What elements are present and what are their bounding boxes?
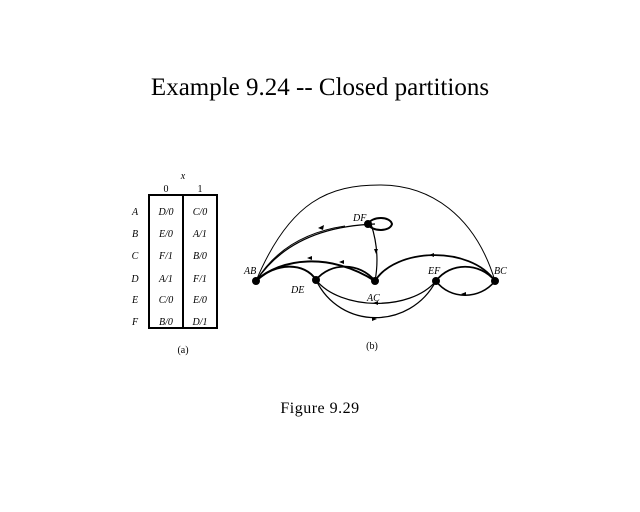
edge-df-ab [255,223,376,282]
node-df [364,220,372,228]
node-bc [491,277,499,285]
table-row: A D/0 C/0 [131,207,207,218]
node-label-de: DE [290,285,304,296]
table-row: D A/1 F/1 [130,274,207,285]
partition-graph [252,184,499,321]
edge-ef-bc [435,266,496,282]
edge-ab-df [255,225,346,282]
arrowhead [318,225,324,230]
cell: A/1 [158,274,173,285]
column-header-0: 0 [164,184,169,195]
node-de [312,276,320,284]
cell: D/0 [158,207,174,218]
graph-sublabel: (b) [366,341,378,352]
arrowhead [373,301,378,305]
cell: F/1 [158,251,173,262]
cell: B/0 [159,317,173,328]
page-title: Example 9.24 -- Closed partitions [150,74,490,101]
node-label-bc: BC [494,266,507,277]
arrowhead [372,317,377,321]
node-ab [252,277,260,285]
arrowhead [307,256,312,260]
node-label-ac: AC [366,293,380,304]
edge-df-loop [366,217,394,231]
cell: E/0 [192,295,207,306]
arrowhead [461,292,466,296]
node-ef [432,277,440,285]
node-label-ab: AB [243,266,256,277]
table-row: E C/0 E/0 [131,295,207,306]
node-label-df: DF [352,213,367,224]
table-row: C F/1 B/0 [132,251,207,262]
cell: C/0 [193,207,207,218]
cell: D/1 [192,317,208,328]
table-sublabel: (a) [177,345,188,356]
edge-df-ac [370,223,378,282]
state-label: E [131,295,138,306]
cell: C/0 [159,295,173,306]
table-row: F B/0 D/1 [131,317,208,328]
input-label: x [180,171,186,182]
column-header-1: 1 [198,184,203,195]
edge-ab-de [255,265,317,282]
edge-ef-de [315,279,437,319]
state-label: C [132,251,139,262]
cell: E/0 [158,229,173,240]
edge-ab-bc-outer [255,184,496,282]
edge-de-ac [315,265,376,282]
state-table: x 0 1 A D/0 C/0 B E/0 A/1 C F/1 B/0 D A/… [130,171,218,356]
state-label: A [131,207,139,218]
arrowhead [339,260,344,264]
state-label: D [130,274,139,285]
table-row: B E/0 A/1 [132,229,207,240]
figure-caption: Figure 9.29 [280,400,360,417]
state-label: B [132,229,138,240]
node-ac [371,277,379,285]
arrowhead [429,253,434,257]
node-label-ef: EF [427,266,441,277]
state-label: F [131,317,139,328]
arrowhead [374,249,378,254]
cell: F/1 [192,274,207,285]
cell: A/1 [192,229,207,240]
cell: B/0 [193,251,207,262]
